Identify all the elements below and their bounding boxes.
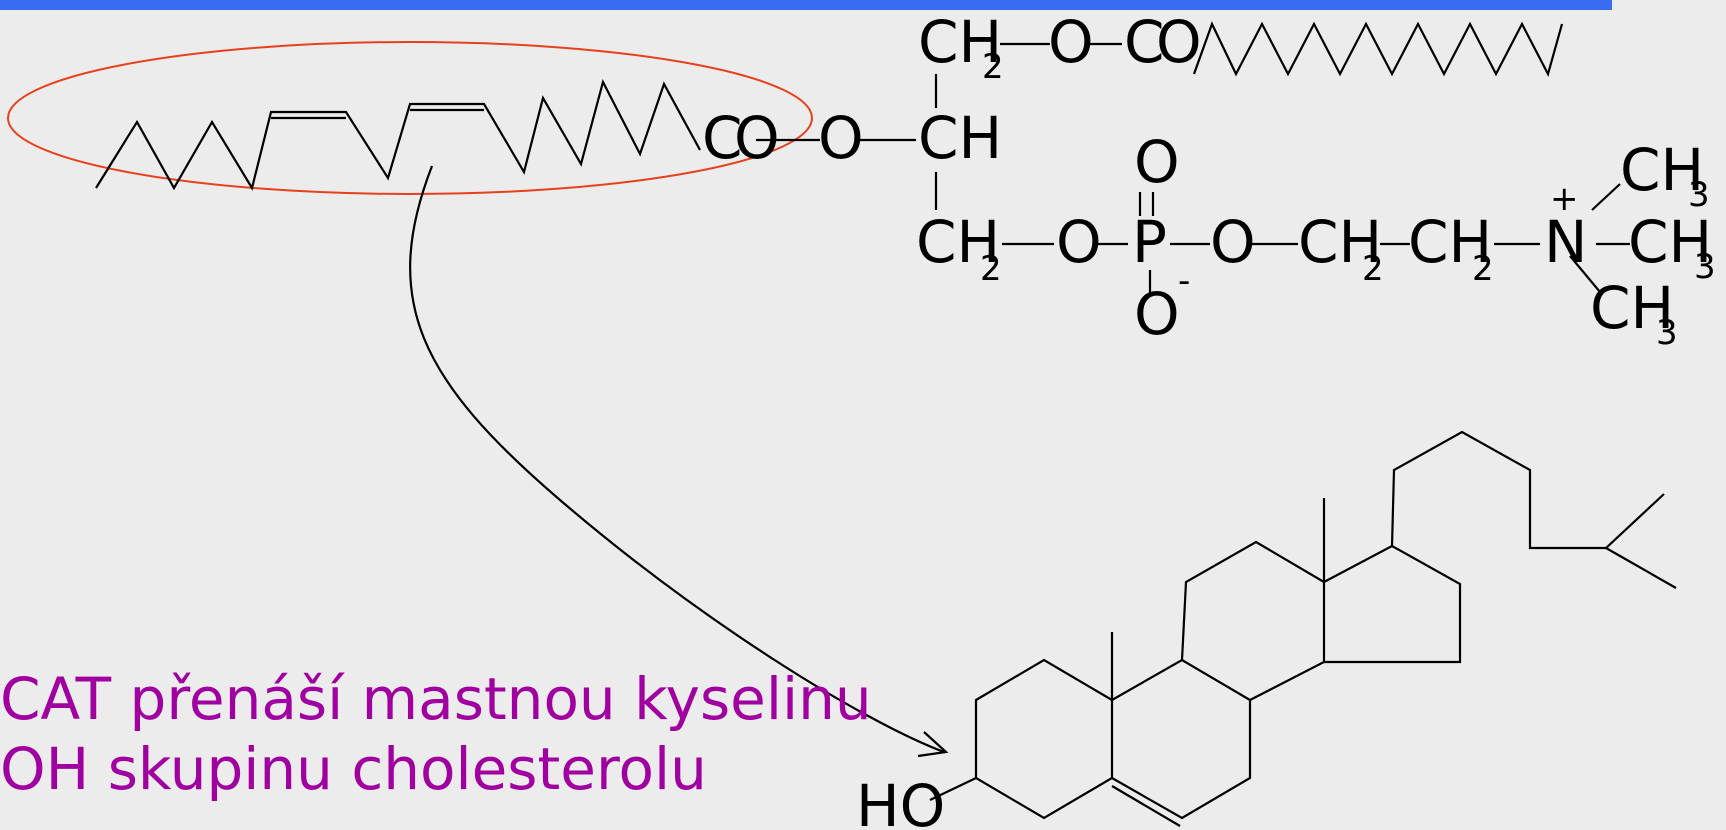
atom-ho: HO <box>856 772 945 830</box>
atom-c-carbonyl2: C <box>702 104 743 172</box>
atom-c-carbonyl1: C <box>1124 8 1165 76</box>
atom-ch3-bottom: CH <box>1590 274 1674 342</box>
atom-ch2-choline1: CH <box>1298 208 1382 276</box>
n-plus-charge: + <box>1550 179 1579 219</box>
atom-ch3-right: CH <box>1628 208 1712 276</box>
fatty-acid-chain <box>95 78 701 191</box>
caption-line-1: CAT přenáší mastnou kyselinu <box>0 665 872 733</box>
transfer-arrow <box>409 165 949 758</box>
svg-text:3: 3 <box>1688 175 1710 215</box>
atom-o-link: O <box>1056 208 1102 276</box>
svg-text:3: 3 <box>1656 313 1678 353</box>
o-minus-charge: - <box>1178 261 1190 301</box>
atom-ch-middle: CH <box>918 104 1002 172</box>
atom-n: N <box>1544 208 1587 276</box>
atom-o-carbonyl2: O <box>734 104 780 172</box>
sn1-chain <box>1192 21 1564 77</box>
atom-ch2-choline2: CH <box>1408 208 1492 276</box>
atom-o-phosphate-top: O <box>1134 128 1180 196</box>
fatty-acid-highlight <box>7 41 813 195</box>
atom-ch3-top: CH <box>1620 136 1704 204</box>
atom-o-ester1: O <box>1048 8 1094 76</box>
atom-labels: CH 2 O C O C O O CH O CH 2 O P O CH 2 CH… <box>702 8 1716 353</box>
atom-o-ester2: O <box>818 104 864 172</box>
atom-o-minus: O <box>1134 280 1180 348</box>
svg-text:3: 3 <box>1694 247 1716 287</box>
atom-ch2-bottom: CH <box>916 208 1000 276</box>
cholesterol-structure <box>929 430 1677 827</box>
atom-p: P <box>1132 208 1167 276</box>
svg-text:2: 2 <box>1472 249 1494 289</box>
svg-text:2: 2 <box>982 47 1004 87</box>
top-accent-bar <box>0 0 1612 10</box>
svg-text:2: 2 <box>1362 249 1384 289</box>
backbone-bonds <box>756 42 1630 296</box>
caption-line-2: OH skupinu cholesterolu <box>0 735 707 803</box>
atom-o-carbonyl1: O <box>1156 8 1202 76</box>
caption: CAT přenáší mastnou kyselinu OH skupinu … <box>0 664 872 804</box>
atom-o-link2: O <box>1210 208 1256 276</box>
svg-text:2: 2 <box>980 249 1002 289</box>
atom-ch2-top: CH <box>918 8 1002 76</box>
